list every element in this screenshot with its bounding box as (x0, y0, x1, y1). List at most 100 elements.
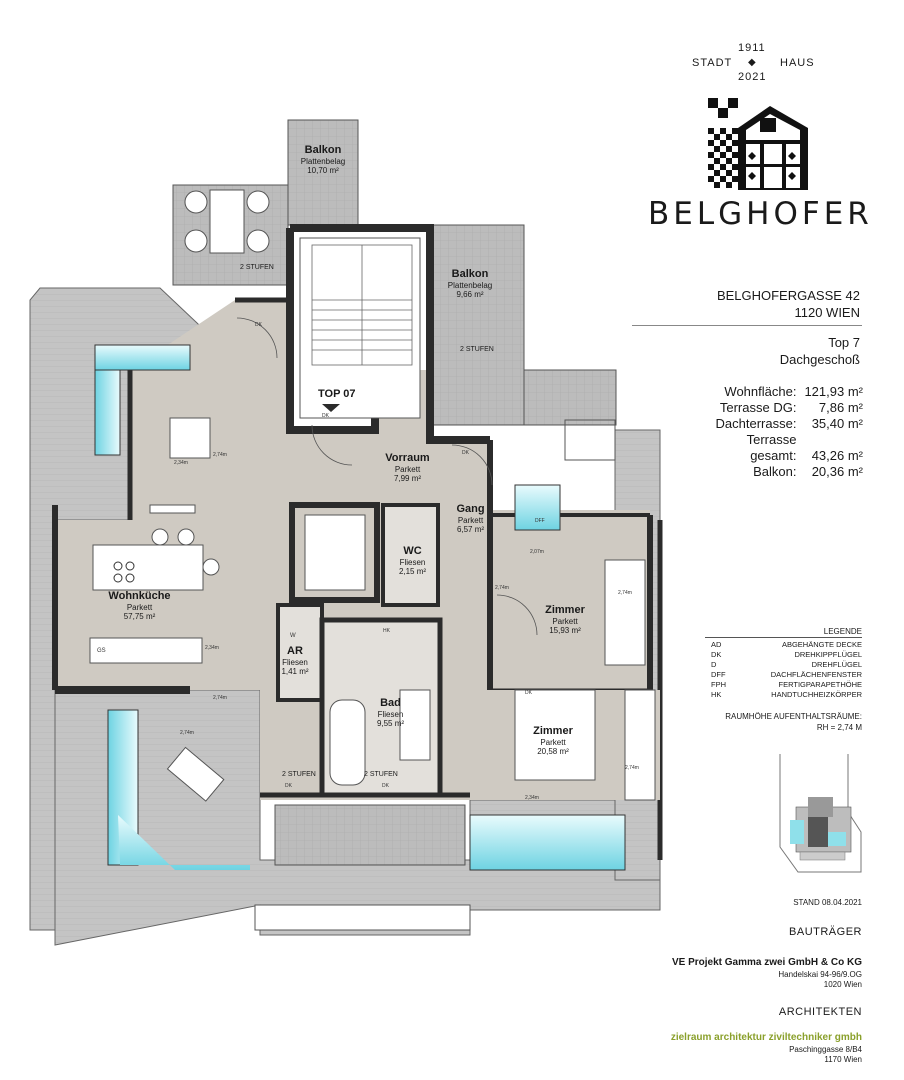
balkon-left-top (287, 119, 359, 226)
developer-address-2: 1020 Wien (823, 980, 862, 989)
unit-floor: Dachgeschoß (779, 352, 860, 367)
legend-value: HANDTUCHHEIZKÖRPER (771, 690, 862, 699)
legend-title: LEGENDE (705, 627, 862, 638)
room-label-vorraum: Vorraum Parkett 7,99 m² (375, 452, 440, 483)
kitchen-island (92, 544, 204, 591)
room-floor: Parkett (394, 464, 421, 474)
tag-label: DK (255, 322, 262, 328)
area-row: Balkon:20,36 m² (716, 464, 863, 480)
room-label-balkon-2: Balkon Plattenbelag 9,66 m² (440, 268, 500, 299)
developer-address-1: Handelskai 94-96/9.OG (778, 970, 862, 979)
room-name: Balkon (451, 268, 489, 280)
room-area: 9,66 m² (456, 289, 484, 299)
unit-top: Top 7 (828, 335, 860, 350)
steps-label: 2 STUFEN (282, 771, 316, 778)
room-label-wohnkueche: Wohnküche Parkett 57,75 m² (92, 590, 187, 621)
area-row: Terrasse DG: 7,86 m² (716, 400, 863, 416)
tag-label: DFF (535, 518, 545, 524)
legend-key: DK (711, 650, 722, 659)
tag-label: DK (322, 413, 329, 419)
room-floor: Plattenbelag (300, 156, 346, 166)
room-floor: Parkett (552, 616, 578, 626)
dimension-label: 2,07m (530, 549, 544, 555)
room-name: WC (403, 545, 422, 557)
tag-label: DK (285, 783, 292, 789)
divider (632, 325, 862, 326)
room-name: Vorraum (385, 452, 430, 464)
area-label: Terrasse DG: (719, 400, 797, 415)
dimension-label: 2,34m (174, 460, 188, 466)
room-floor: Fliesen (399, 557, 426, 567)
room-area: 7,99 m² (393, 473, 422, 483)
architects-address-1: Paschinggasse 8/B4 (789, 1045, 862, 1054)
dimension-label: 2,74m (213, 452, 227, 458)
room-name: Wohnküche (108, 590, 171, 602)
unit-top-label: TOP 07 (318, 388, 356, 400)
room-floor: Parkett (126, 602, 153, 612)
room-area: 1,41 m² (281, 666, 309, 676)
legend-value: ABGEHÄNGTE DECKE (781, 640, 862, 649)
dining-table (166, 746, 225, 802)
legend-key: DFF (711, 670, 726, 679)
legend-key: AD (711, 640, 722, 649)
area-label: Dachterrasse: (715, 416, 797, 431)
dimension-label: 2,34m (205, 645, 219, 651)
balkon-right (431, 224, 525, 426)
area-value: 121,93 m² (804, 384, 863, 399)
diamond-icon: ◆ (748, 57, 756, 68)
room-area: 20,58 m² (537, 746, 569, 756)
room-name: Gang (456, 503, 485, 515)
room-label-zimmer-1: Zimmer Parkett 15,93 m² (530, 604, 600, 635)
architects-name: zielraum architektur ziviltechniker gmbh (670, 1032, 862, 1043)
room-floor: Parkett (457, 515, 484, 525)
tag-label: GS (97, 648, 106, 654)
steps-label: 2 STUFEN (240, 264, 274, 271)
room-area: 9,55 m² (376, 718, 405, 728)
room-area: 6,57 m² (456, 524, 485, 534)
legend-key: HK (711, 690, 722, 699)
brand-year-top: 1911 (738, 42, 766, 54)
area-value: 20,36 m² (811, 464, 863, 479)
dimension-label: 2,74m (625, 765, 639, 771)
legend-value: FERTIGPARAPETHÖHE (778, 680, 863, 689)
tag-label: DK (462, 450, 469, 456)
area-value: 43,26 m² (811, 448, 863, 463)
tag-label: DK (525, 690, 532, 696)
room-area: 10,70 m² (307, 165, 339, 175)
tag-label: DK (382, 783, 389, 789)
room-label-ar: AR Fliesen 1,41 m² (275, 645, 315, 676)
brand-logo-icon (708, 98, 808, 190)
architects-address-2: 1170 Wien (824, 1055, 862, 1064)
area-value: 7,86 m² (818, 400, 863, 415)
balkon-right-low (523, 369, 617, 426)
room-floor: Fliesen (377, 709, 404, 719)
architects-heading: ARCHITEKTEN (778, 1006, 862, 1018)
room-label-wc: WC Fliesen 2,15 m² (390, 545, 435, 576)
steps-label: 2 STUFEN (460, 346, 494, 353)
room-label-balkon-1: Balkon Plattenbelag 10,70 m² (290, 144, 356, 175)
developer-name: VE Projekt Gamma zwei GmbH & Co KG (671, 957, 862, 968)
area-label: Wohnfläche: (724, 384, 797, 399)
room-name: Bad (380, 697, 401, 709)
legend-key: FPH (711, 680, 726, 689)
room-name: Balkon (304, 144, 342, 156)
area-row: Dachterrasse: 35,40 m² (716, 416, 863, 432)
plan-date: STAND 08.04.2021 (793, 898, 862, 907)
room-label-bad: Bad Fliesen 9,55 m² (368, 697, 413, 728)
dimension-label: 2,34m (525, 795, 539, 801)
room-label-zimmer-2: Zimmer Parkett 20,58 m² (518, 725, 588, 756)
developer-heading: BAUTRÄGER (789, 926, 862, 938)
room-height-label: RAUMHÖHE AUFENTHALTSRÄUME: (725, 712, 862, 721)
dimension-label: 2,74m (495, 585, 509, 591)
room-name: Zimmer (533, 725, 573, 737)
area-value: 35,40 m² (811, 416, 863, 431)
dimension-label: 2,74m (618, 590, 632, 596)
room-floor: Parkett (540, 737, 566, 747)
room-label-gang: Gang Parkett 6,57 m² (448, 503, 493, 534)
room-floor: Plattenbelag (447, 280, 493, 290)
area-table: Wohnfläche: 121,93 m² Terrasse DG: 7,86 m²… (716, 384, 863, 480)
tag-label: HK (383, 628, 390, 634)
stairwell (311, 244, 413, 366)
room-area: 2,15 m² (398, 566, 427, 576)
key-plan (779, 754, 862, 873)
